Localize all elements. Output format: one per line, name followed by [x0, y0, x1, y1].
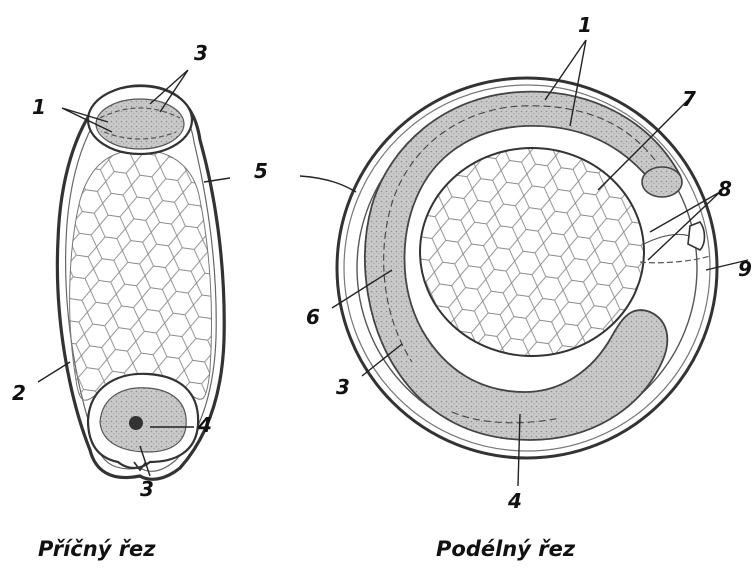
endosperm-cells-long: [420, 148, 644, 356]
procambium-dot: [129, 416, 143, 430]
label-4-long: 4: [507, 489, 522, 513]
label-6: 6: [306, 305, 320, 329]
longitudinal-section-figure: 1 7 8 9 6 3 4 Podélný řez: [300, 13, 752, 561]
caption-longitudinal-section: Podélný řez: [436, 537, 576, 561]
label-5: 5: [254, 159, 268, 183]
label-4: 4: [197, 413, 212, 437]
label-9: 9: [738, 257, 752, 281]
caption-cross-section: Příčný řez: [38, 537, 156, 561]
label-1: 1: [32, 95, 46, 119]
label-3: 3: [194, 41, 208, 65]
label-2: 2: [12, 381, 26, 405]
label-3-long: 3: [336, 375, 350, 399]
label-1-long: 1: [578, 13, 592, 37]
endosperm-cells: [70, 150, 212, 400]
label-8: 8: [718, 177, 732, 201]
label-3-bottom: 3: [140, 477, 154, 501]
hilum: [688, 222, 705, 250]
label-7: 7: [682, 87, 696, 111]
cross-section-figure: 1 3 5 2 4 3 Příčný řez: [12, 41, 268, 561]
